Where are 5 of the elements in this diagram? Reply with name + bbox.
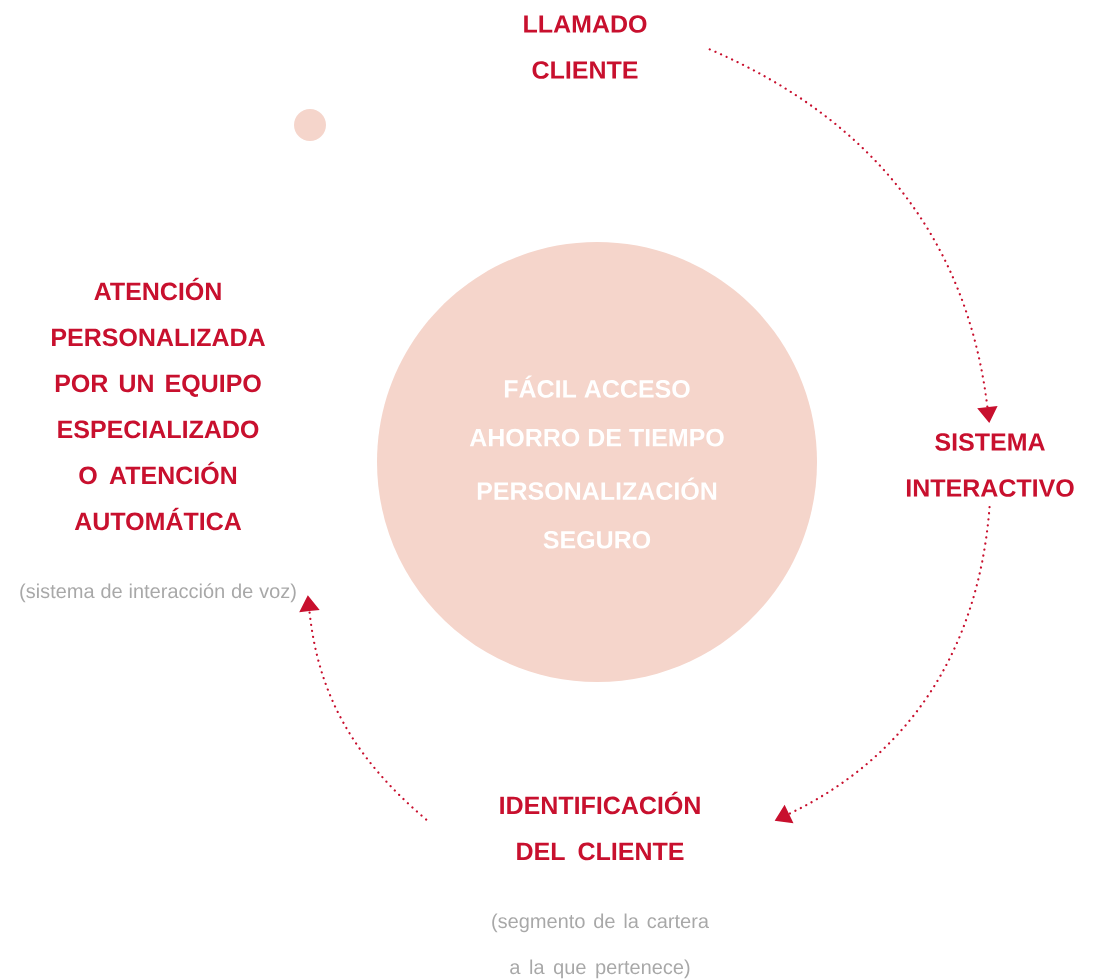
step-text: IDENTIFICACIÓN DEL CLIENTE (segmento de la cartera a la que pertenece) bbox=[492, 791, 709, 979]
step-text: ATENCIÓN PERSONALIZADA POR UN EQUIPO ESPECIALIZADO O ATENCIÓN AUTOMÁTICA (sistema de interacción de voz) bbox=[20, 277, 296, 603]
step-text: LLAMADO CLIENTE bbox=[524, 15, 647, 79]
dotted-arrow bbox=[708, 48, 998, 423]
step-text: SISTEMA INTERACTIVO bbox=[906, 433, 1074, 497]
